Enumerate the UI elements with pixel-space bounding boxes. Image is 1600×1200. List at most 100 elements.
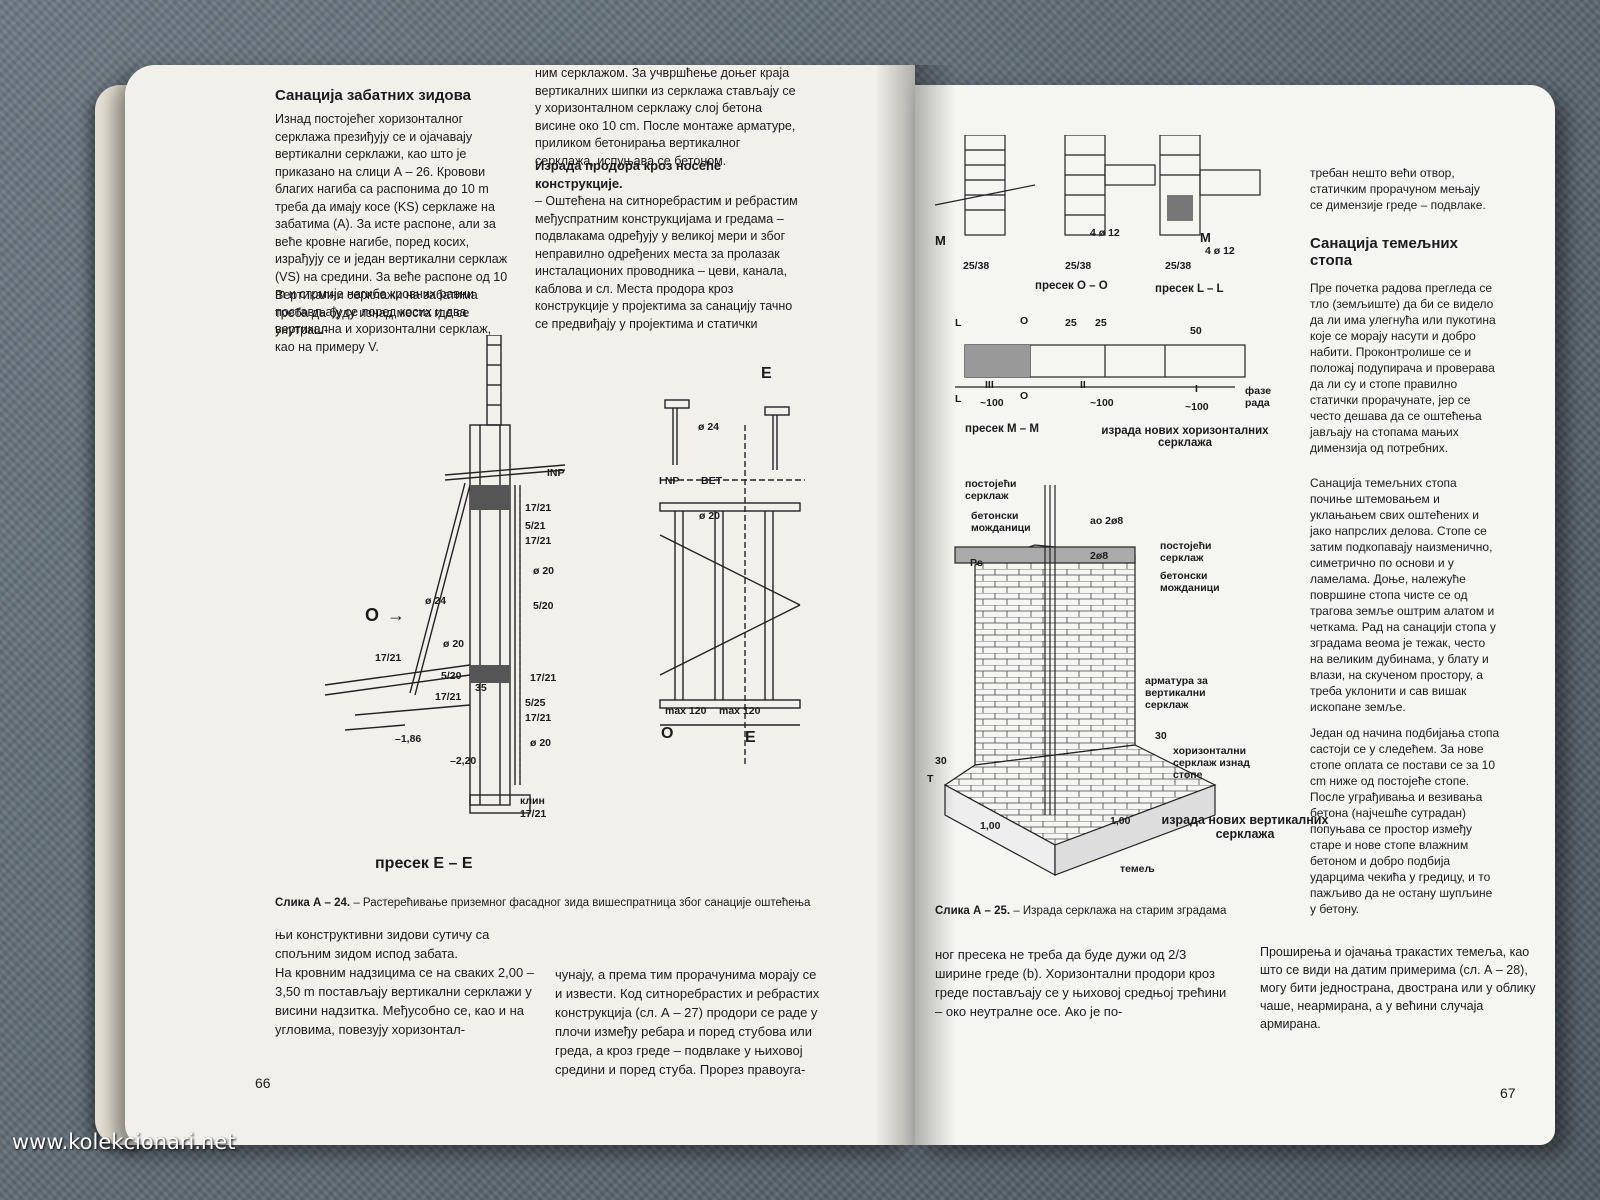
left-figure-caption: Слика А – 24. – Растерећивање приземног … — [275, 897, 895, 909]
watermark: www.kolekcionari.net — [12, 1130, 236, 1154]
arrow-e-bottom-label: E — [745, 729, 756, 746]
left-column2-heading: Израда продора кроз носеће конструкције. — [535, 158, 722, 191]
label-30b: 30 — [935, 755, 947, 767]
left-column2-text: ним серклажом. За учвршћење доњег краја … — [535, 66, 796, 168]
label-phi20b: ø 20 — [443, 638, 465, 650]
right-figure-caption-bold: Слика А – 25. — [935, 905, 1011, 917]
brick-column-drawing — [943, 485, 1217, 877]
label-ps: Ps — [970, 557, 983, 569]
label-2538b: 25/38 — [1065, 260, 1092, 272]
label-100a: 1,00 — [980, 820, 1001, 832]
label-25a: 25 — [1065, 317, 1077, 329]
label-35: 35 — [475, 682, 487, 694]
label-1721a: 17/21 — [525, 502, 552, 514]
open-book: Санација забатних зидова Изнад постојеће… — [75, 55, 1555, 1155]
arrow-o-bottom-label: O — [661, 725, 674, 742]
label-max120b: max 120 — [719, 705, 761, 717]
label-521a: 5/21 — [525, 520, 546, 532]
label-m186: –1,86 — [395, 733, 422, 745]
label-1721b: 17/21 — [525, 535, 552, 547]
right-heading: Санација темељних стопа — [1310, 235, 1458, 269]
label-phi20c: ø 20 — [530, 737, 552, 749]
book-gutter-shadow — [875, 65, 955, 1145]
left-bottom-column-1: њи конструктивни зидови сутичу са спољни… — [275, 927, 535, 1037]
label-presek-ll: пресек L – L — [1155, 283, 1224, 295]
right-paragraph-3: Један од начина подбијања стопа састоји … — [1310, 726, 1500, 916]
label-30a: 30 — [1155, 730, 1167, 742]
label-o2: O — [1020, 390, 1029, 402]
label-ph1: I — [1195, 383, 1198, 395]
left-figure-caption-bold: Слика А – 24. — [275, 897, 351, 909]
label-t: T — [927, 773, 933, 785]
label-phi24: ø 24 — [425, 595, 447, 607]
label-m100c: ~100 — [1185, 401, 1209, 413]
label-max120a: max 120 — [665, 705, 707, 717]
label-phi24b: ø 24 — [698, 421, 720, 433]
label-525: 5/25 — [525, 697, 546, 709]
label-faze-rada: фазе рада — [1245, 385, 1272, 409]
label-postojeci-serklaz-2: постојећи серклаж — [1160, 540, 1212, 564]
label-horizontalni-serklaz: хоризонтални серклаж изнад стопе — [1173, 745, 1250, 781]
left-paragraph-1: Изнад постојећег хоризонталног серклажа … — [275, 112, 508, 354]
left-page-number: 66 — [255, 1075, 271, 1091]
label-1721e: 17/21 — [435, 691, 462, 703]
right-page-number: 67 — [1500, 1085, 1516, 1101]
label-inp2: I NP — [659, 475, 680, 487]
label-l2: L — [955, 393, 962, 405]
section-ee-drawing — [324, 335, 565, 814]
label-1721f: 17/21 — [525, 712, 552, 724]
label-4phi12a: 4 ø 12 — [1090, 227, 1120, 239]
label-presek-oo: пресек O – O — [1035, 280, 1108, 292]
label-m100b: ~100 — [1090, 397, 1114, 409]
label-o1: O — [1020, 315, 1029, 327]
arrow-o-label: O — [365, 605, 380, 625]
section-ee-title: пресек Е – Е — [375, 855, 473, 872]
left-paragraph-2: Вертикални серклажи на забатима треба да… — [275, 288, 478, 337]
label-100b: 1,00 — [1110, 815, 1131, 827]
label-4phi12b: 4 ø 12 — [1205, 245, 1235, 257]
label-1721g: 17/21 — [520, 808, 547, 820]
left-column2-text-2: – Оштећена на ситноребрастим и ребрастим… — [535, 194, 798, 331]
label-m2: M — [1200, 230, 1211, 245]
label-ph3: III — [985, 379, 994, 391]
right-figure-caption: Слика А – 25. – Израда серклажа на стари… — [935, 905, 1295, 917]
label-25b: 25 — [1095, 317, 1107, 329]
right-paragraph-4: Проширења и ојачања тракастих темеља, ка… — [1260, 945, 1536, 1031]
label-armatura: арматура за вертикални серклаж — [1145, 675, 1208, 711]
arrow-e-top-label: E — [761, 365, 772, 382]
label-izrada-vertikalnih: израда нових вертикалних серклажа — [1161, 813, 1329, 841]
label-l1: L — [955, 317, 962, 329]
label-m1: M — [935, 233, 946, 248]
label-1721d: 17/21 — [530, 672, 557, 684]
label-klin: клин — [520, 795, 545, 807]
label-temelj: темељ — [1120, 863, 1155, 875]
label-50: 50 — [1190, 325, 1202, 337]
label-m100a: ~100 — [980, 397, 1004, 409]
detail-e-drawing — [659, 399, 805, 765]
label-520b: 5/20 — [441, 670, 462, 682]
label-izrada-horizontalnih: израда новиx хоризонталних серклажа — [1101, 425, 1269, 449]
left-figure-caption-text: – Растерећивање приземног фасадног зида … — [353, 897, 811, 909]
label-2phi8: 2ø8 — [1090, 550, 1109, 562]
label-inp: INP — [547, 467, 565, 479]
label-ph2: II — [1080, 379, 1086, 391]
label-phi20d: ø 20 — [699, 510, 721, 522]
label-2538c: 25/38 — [1165, 260, 1192, 272]
label-ao-2phi8: ао 2ø8 — [1090, 515, 1124, 527]
right-figure-caption-text: – Израда серклажа на старим зградама — [1013, 905, 1227, 917]
right-bottom-column-1: ног пресека не треба да буде дужи од 2/3… — [935, 947, 1227, 1019]
arrow-icon: → — [387, 605, 405, 625]
left-page: Санација забатних зидова Изнад постојеће… — [125, 65, 915, 1145]
label-betonski-mozdanici: бетонски можданици — [971, 510, 1031, 534]
label-phi20a: ø 20 — [533, 565, 555, 577]
horizontal-serklaz-drawing — [955, 344, 1246, 388]
top-sections-drawing — [935, 135, 1261, 236]
label-520: 5/20 — [533, 600, 554, 612]
label-2538a: 25/38 — [963, 260, 990, 272]
label-1721c: 17/21 — [375, 652, 402, 664]
label-bet: BET — [701, 475, 722, 487]
right-paragraph-1: Пре почетка радова прегледа се тло (земљ… — [1310, 281, 1496, 455]
right-top-text: требан нешто већи отвор, статичким прора… — [1310, 166, 1486, 212]
right-paragraph-2: Санација темељних стопа почиње штемовање… — [1310, 476, 1496, 714]
label-betonski-mozdanici-2: бетонски можданици — [1160, 570, 1220, 594]
